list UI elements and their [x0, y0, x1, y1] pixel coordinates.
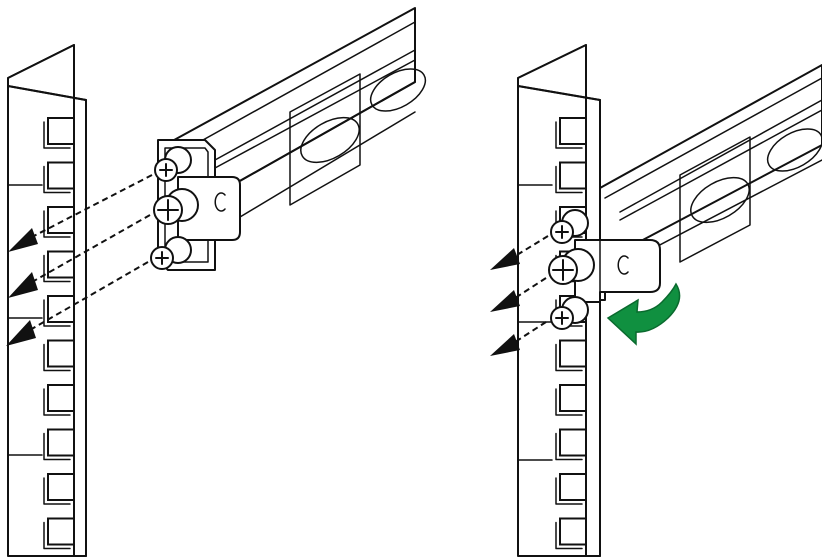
left-rail [157, 7, 427, 271]
insertion-arrow-icon [490, 290, 520, 312]
step-2-panel [490, 44, 822, 557]
phillips-screw-icon [154, 146, 192, 182]
right-screws [548, 209, 595, 330]
rack-hole-edge [555, 432, 583, 461]
rack-hole-edge [555, 121, 583, 149]
rack-hole-edge [555, 521, 583, 550]
rack-hole-edge [43, 210, 71, 238]
rotate-arrow-icon [606, 282, 681, 346]
rack-hole-edge [43, 521, 71, 550]
insertion-arrow-icon [6, 320, 36, 346]
left-rack-post-holes [43, 117, 75, 550]
rack-hole-edge [43, 432, 71, 461]
rack-mounting-hole [47, 161, 75, 190]
rack-mounting-hole [559, 161, 587, 190]
rack-hole-edge [43, 477, 71, 505]
rack-hole-edge [555, 165, 583, 194]
rack-mounting-hole [559, 384, 587, 412]
rack-mounting-hole [559, 473, 587, 501]
rack-mounting-hole [559, 339, 587, 368]
rack-hole-edge [43, 388, 71, 416]
insertion-arrow-icon [8, 228, 38, 252]
rack-mounting-hole [559, 117, 587, 145]
rack-hole-edge [555, 343, 583, 372]
rack-hole-edge [555, 477, 583, 505]
left-screws [150, 146, 199, 270]
phillips-screw-icon [550, 296, 589, 330]
rack-mounting-hole [559, 428, 587, 457]
insertion-arrow-icon [8, 272, 38, 298]
rack-hole-edge [43, 254, 71, 283]
right-rail [574, 64, 822, 303]
phillips-screw-icon [550, 209, 589, 244]
left-insertion-arrows [6, 174, 153, 346]
insertion-arrow-icon [490, 248, 520, 270]
rack-hole-edge [43, 121, 71, 149]
insertion-arrow-icon [490, 334, 520, 356]
rack-mounting-hole [47, 339, 75, 368]
rack-mounting-hole [47, 384, 75, 412]
rack-mounting-hole [559, 517, 587, 546]
phillips-screw-icon [548, 248, 595, 285]
rack-hole-edge [555, 388, 583, 416]
rack-hole-edge [43, 299, 71, 327]
phillips-screw-icon [150, 236, 192, 270]
rack-hole-edge [43, 343, 71, 372]
rack-mounting-hole [47, 117, 75, 145]
rack-mounting-hole [47, 428, 75, 457]
right-insertion-arrows [490, 235, 549, 356]
rack-mounting-hole [47, 517, 75, 546]
rack-mounting-hole [47, 473, 75, 501]
rack-hole-edge [43, 165, 71, 194]
left-rack-post [7, 44, 87, 557]
step-1-panel [6, 7, 427, 557]
phillips-screw-icon [153, 188, 199, 225]
rack-mounting-hole [47, 206, 75, 234]
